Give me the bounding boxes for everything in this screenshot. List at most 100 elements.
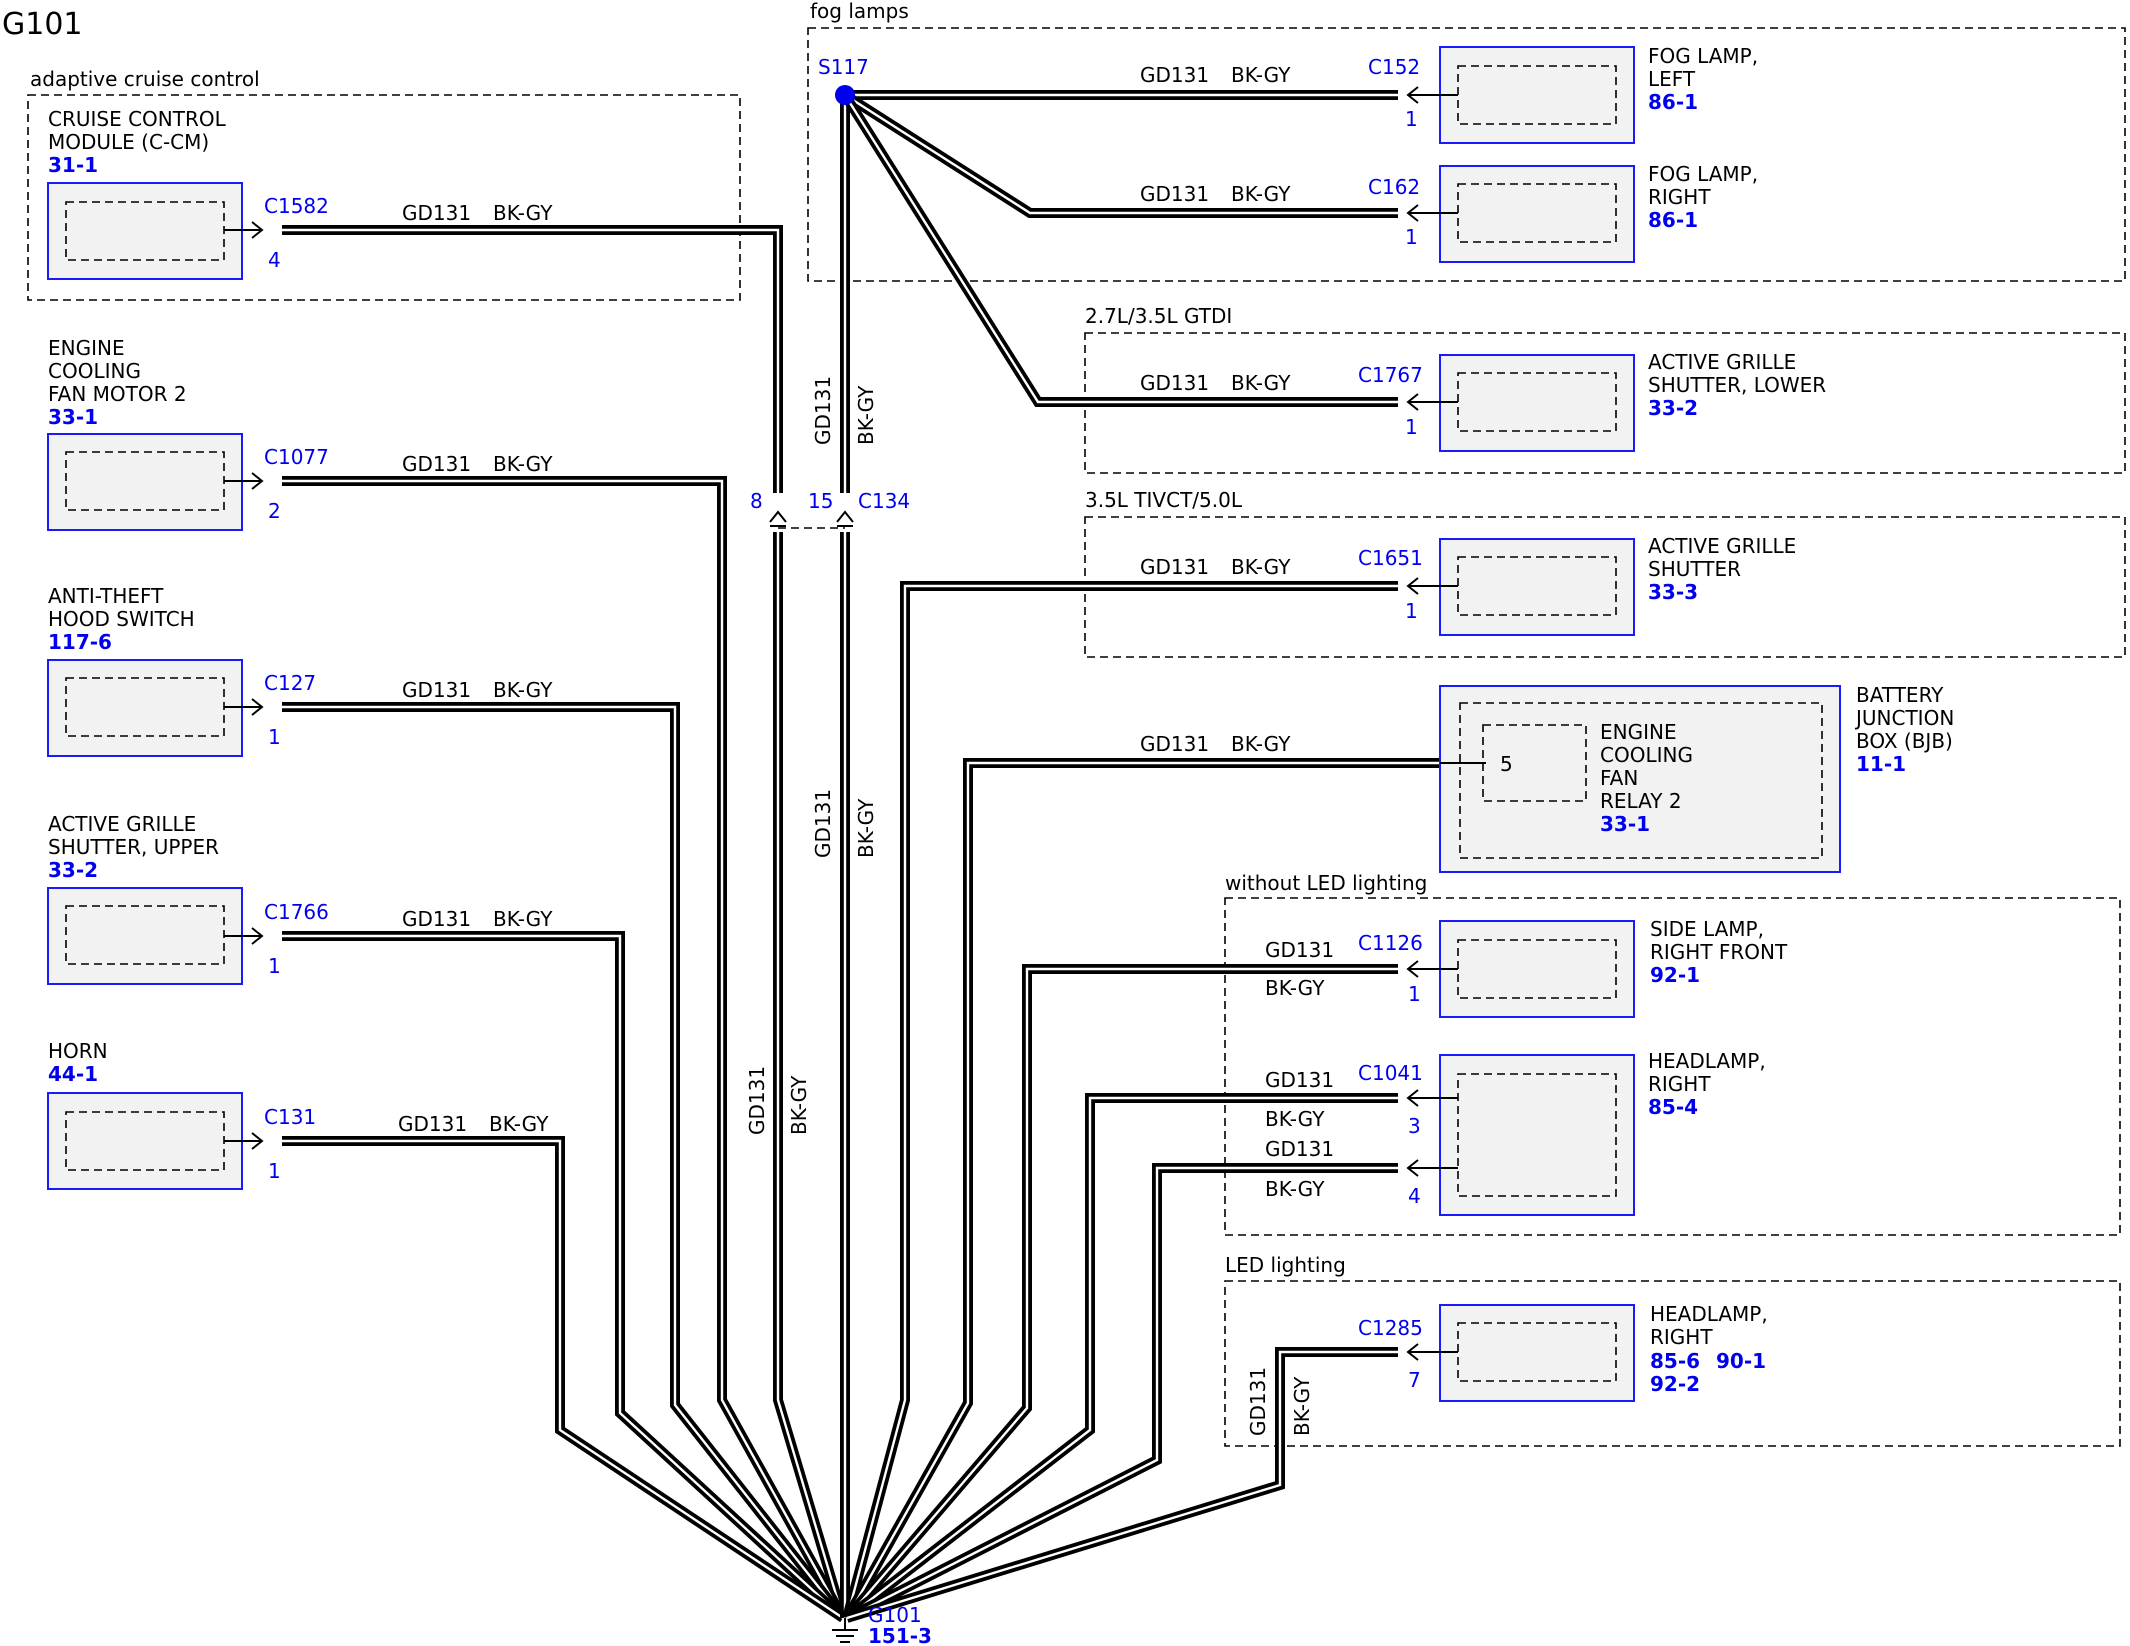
wire-label-circuit: GD131: [745, 1066, 769, 1135]
connector-pin: 2: [268, 499, 281, 523]
connector-id: C131: [264, 1105, 316, 1129]
connector-pin: 1: [268, 725, 281, 749]
component-box: [1439, 1054, 1635, 1216]
connector-arrow-icon: [1406, 204, 1419, 222]
wire-label-circuit: GD131: [398, 1112, 467, 1136]
wire-label-circuit: GD131: [811, 376, 835, 445]
wire-label-color: BK-GY: [1265, 1107, 1325, 1131]
connector-arrow-icon: [251, 221, 264, 239]
group-box-fog-lamps: [807, 27, 2126, 282]
component-battery-junction-box: 5 ENGINE COOLING FAN RELAY 2 33-1 BATTER…: [1439, 683, 1954, 873]
wire-label-circuit: GD131: [1140, 182, 1209, 206]
component-ref: 86-1: [1648, 90, 1698, 114]
c134-label: C134: [858, 489, 910, 513]
connector-arrow-icon: [1406, 86, 1419, 104]
connector-pin: 1: [1405, 415, 1418, 439]
component-ref: 33-3: [1648, 580, 1698, 604]
component-name-line: RIGHT: [1650, 1325, 1713, 1349]
c134-pin-8: 8: [750, 489, 763, 513]
group-label-without-led: without LED lighting: [1225, 871, 1427, 895]
component-box: [47, 659, 243, 757]
component-box: [1439, 920, 1635, 1018]
component-horn: HORN 44-1 C131 1: [47, 1039, 316, 1190]
wire-c134-8-to-g101: [773, 532, 848, 1620]
component-active-grille-shutter-upper: ACTIVE GRILLE SHUTTER, UPPER 33-2 C1766 …: [47, 812, 329, 985]
component-name-line: JUNCTION: [1854, 706, 1954, 730]
component-name-line: FAN MOTOR 2: [48, 382, 187, 406]
inline-connector-c134: 8 15 C134: [750, 489, 910, 529]
connector-pin: 1: [1408, 982, 1421, 1006]
component-box: [47, 887, 243, 985]
wire-label-color: BK-GY: [1231, 732, 1291, 756]
component-fog-lamp-left: C152 1 FOG LAMP, LEFT 86-1: [1368, 44, 1758, 144]
component-name-line: RIGHT: [1648, 1072, 1711, 1096]
connector-pin: 4: [1408, 1184, 1421, 1208]
wire-label-circuit: GD131: [1246, 1367, 1270, 1436]
bjb-pin: 5: [1500, 752, 1513, 776]
group-box-led: [1224, 1280, 2121, 1447]
wire-label-circuit: GD131: [402, 452, 471, 476]
component-ref: 117-6: [48, 630, 112, 654]
wire-label-color: BK-GY: [1231, 182, 1291, 206]
connector-arrow-icon: [251, 698, 264, 716]
component-name-line: SHUTTER, LOWER: [1648, 373, 1826, 397]
connector-pin: 4: [268, 248, 281, 272]
component-box: [1439, 538, 1635, 636]
component-ref: 33-2: [48, 858, 98, 882]
wire-label-circuit: GD131: [811, 789, 835, 858]
relay-name-line: COOLING: [1600, 743, 1693, 767]
connector-pin: 1: [268, 954, 281, 978]
relay-name-line: ENGINE: [1600, 720, 1677, 744]
component-ref: 85-6: [1650, 1349, 1700, 1373]
connector-id: C1766: [264, 900, 329, 924]
connector-id: C152: [1368, 55, 1420, 79]
component-fog-lamp-right: C162 1 FOG LAMP, RIGHT 86-1: [1368, 162, 1758, 263]
component-name-line: LEFT: [1648, 67, 1696, 91]
component-name-line: RIGHT FRONT: [1650, 940, 1788, 964]
connector-id: C1651: [1358, 546, 1423, 570]
wire-label-circuit: GD131: [1140, 732, 1209, 756]
wire-label-circuit: GD131: [1265, 938, 1334, 962]
wire-label-color: BK-GY: [787, 1075, 811, 1135]
connector-arrow-icon: [1406, 1343, 1419, 1361]
component-name-line: ANTI-THEFT: [48, 584, 164, 608]
connector-pin: 7: [1408, 1368, 1421, 1392]
c134-pin-15: 15: [808, 489, 833, 513]
group-box-without-led: [1224, 897, 2121, 1236]
connector-id: C1285: [1358, 1316, 1423, 1340]
component-side-lamp-right-front: C1126 1 SIDE LAMP, RIGHT FRONT 92-1: [1358, 917, 1788, 1018]
connector-arrow-icon: [251, 927, 264, 945]
wire-label-color: BK-GY: [1231, 63, 1291, 87]
component-active-grille-shutter: C1651 1 ACTIVE GRILLE SHUTTER 33-3: [1358, 534, 1796, 636]
component-name-line: ACTIVE GRILLE: [48, 812, 196, 836]
component-ref: 90-1: [1716, 1349, 1766, 1373]
component-headlamp-right-led: C1285 7 HEADLAMP, RIGHT 85-6 90-1 92-2: [1358, 1302, 1768, 1402]
wire-label-circuit: GD131: [1140, 63, 1209, 87]
wire-label-circuit: GD131: [1140, 555, 1209, 579]
component-name-line: SHUTTER, UPPER: [48, 835, 219, 859]
component-box: [47, 1092, 243, 1190]
component-box: [1439, 46, 1635, 144]
component-name-line: SHUTTER: [1648, 557, 1741, 581]
wire-c1767: [840, 92, 1398, 407]
wire-label-circuit: GD131: [402, 678, 471, 702]
component-anti-theft-hood-switch: ANTI-THEFT HOOD SWITCH 117-6 C127 1: [47, 584, 316, 757]
connector-pin: 1: [1405, 599, 1418, 623]
connector-arrow-icon: [1406, 577, 1419, 595]
wire-label-color: BK-GY: [1231, 371, 1291, 395]
component-name-line: ACTIVE GRILLE: [1648, 534, 1796, 558]
component-name-line: HEADLAMP,: [1650, 1302, 1768, 1326]
wire-c1077: [282, 476, 848, 1621]
wire-c162: [842, 90, 1398, 218]
component-name-line: HORN: [48, 1039, 108, 1063]
diagram-title: G101: [2, 7, 83, 42]
wire-label-color: BK-GY: [1265, 976, 1325, 1000]
connector-arrow-icon: [1406, 393, 1419, 411]
component-cruise-control-module: CRUISE CONTROL MODULE (C-CM) 31-1 C1582 …: [47, 107, 329, 280]
wire-labels: GD131 BK-GY GD131 BK-GY GD131 BK-GY GD13…: [398, 63, 1334, 1436]
connector-id: C162: [1368, 175, 1420, 199]
component-box: [1439, 165, 1635, 263]
wire-label-color: BK-GY: [493, 452, 553, 476]
wire-label-color: BK-GY: [493, 678, 553, 702]
